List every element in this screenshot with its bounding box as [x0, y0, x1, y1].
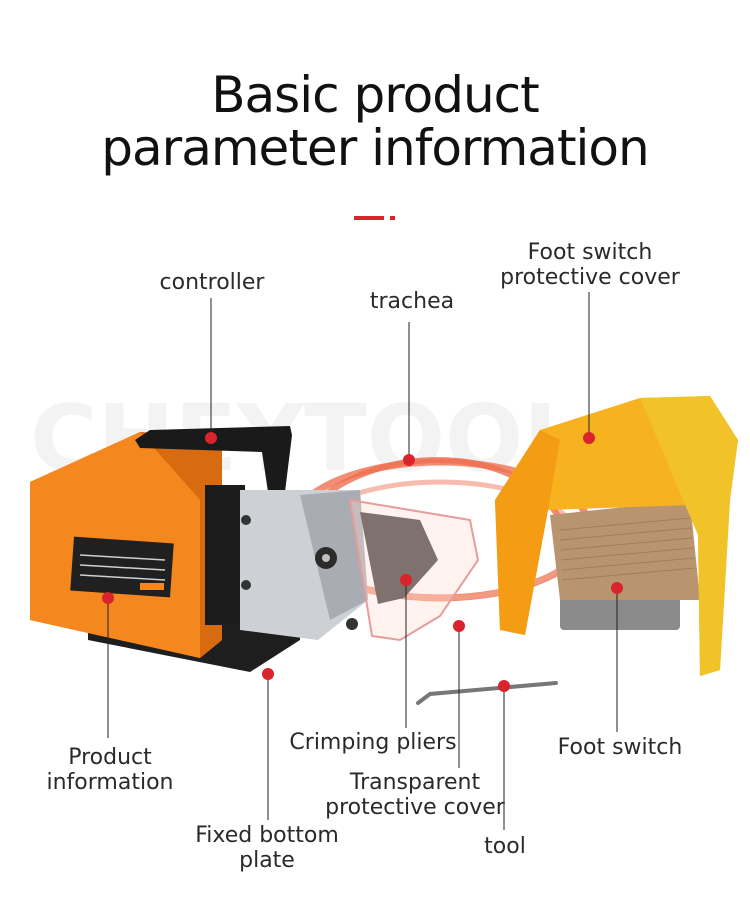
callout-dot-foot-switch — [611, 582, 623, 594]
callout-dots — [102, 432, 623, 692]
hex-key-image — [416, 681, 558, 705]
label-fixed-plate-line2: plate — [239, 848, 295, 873]
label-controller: controller — [159, 270, 265, 295]
label-foot-switch: Foot switch — [557, 735, 683, 760]
callout-dot-foot-cover — [583, 432, 595, 444]
label-crimping-pliers: Crimping pliers — [289, 730, 457, 755]
label-foot-cover-line2: protective cover — [500, 265, 680, 290]
callout-dot-fixed-plate — [262, 668, 274, 680]
callout-dot-transparent-cover — [453, 620, 465, 632]
label-trachea: trachea — [369, 289, 455, 314]
label-foot-cover-line1: Foot switch — [527, 240, 653, 265]
label-product-info-line1: Product — [68, 745, 152, 770]
callout-dot-product-info — [102, 592, 114, 604]
label-fixed-plate-line1: Fixed bottom — [195, 823, 339, 848]
label-foot-cover: Foot switch protective cover — [500, 240, 680, 290]
label-fixed-plate: Fixed bottom plate — [192, 823, 342, 873]
page-title-line1: Basic product — [211, 66, 540, 124]
label-product-info-line2: information — [46, 770, 174, 795]
callout-dot-controller — [205, 432, 217, 444]
machine-image — [30, 426, 480, 672]
callout-dot-trachea — [403, 454, 415, 466]
callout-lines — [107, 292, 618, 830]
label-product-info: Product information — [40, 745, 180, 795]
title-accent-dot — [390, 216, 395, 220]
callout-dot-tool — [498, 680, 510, 692]
label-transparent-cover-line1: Transparent — [349, 770, 481, 795]
label-transparent-cover: Transparent protective cover — [325, 770, 505, 820]
title-accent-bar — [354, 216, 384, 220]
callout-dot-crimping-pliers — [400, 574, 412, 586]
foot-switch-image — [495, 396, 738, 676]
label-tool: tool — [484, 834, 526, 859]
label-transparent-cover-line2: protective cover — [325, 795, 505, 820]
page-title-line2: parameter information — [101, 119, 649, 177]
